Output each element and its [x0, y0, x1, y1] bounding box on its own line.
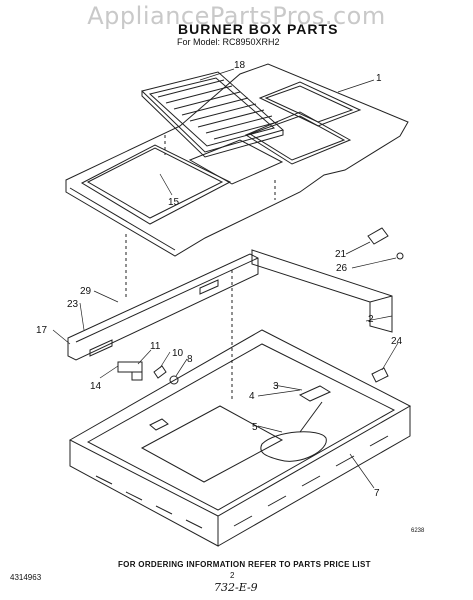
- callout-10: 10: [172, 348, 184, 359]
- callout-23: 23: [67, 299, 79, 310]
- callout-26: 26: [336, 263, 348, 274]
- callout-14: 14: [90, 381, 102, 392]
- document-number: 4314963: [10, 573, 42, 582]
- filter-grille: [141, 71, 285, 158]
- handwritten-note: 732-E-9: [214, 581, 258, 594]
- callout-15: 15: [168, 197, 180, 208]
- ordering-footer: FOR ORDERING INFORMATION REFER TO PARTS …: [118, 560, 371, 569]
- callout-18: 18: [234, 60, 246, 71]
- callout-11: 11: [150, 341, 161, 352]
- model-line: For Model: RC8950XRH2: [177, 37, 280, 47]
- callout-8: 8: [187, 354, 193, 365]
- callout-17: 17: [36, 325, 48, 336]
- callout-24: 24: [391, 336, 403, 347]
- watermark: AppliancePartsPros.com: [87, 2, 386, 30]
- switch-assembly: [117, 361, 179, 385]
- side-bracket: [251, 249, 393, 333]
- front-rail: [67, 253, 259, 361]
- cooktop-panel: [65, 63, 409, 257]
- callout-2: 2: [368, 314, 374, 325]
- clip-part-24: [371, 367, 389, 383]
- burner-box: [68, 329, 412, 547]
- drawing-code: 6238: [411, 528, 425, 534]
- page-number: 2: [230, 571, 235, 580]
- callout-29: 29: [80, 286, 92, 297]
- clip-part-21: [367, 227, 404, 260]
- callout-1: 1: [376, 73, 382, 84]
- callout-5: 5: [252, 422, 258, 433]
- callout-21: 21: [335, 249, 347, 260]
- callout-3: 3: [273, 381, 279, 392]
- callout-4: 4: [249, 391, 255, 402]
- diagram-title: BURNER BOX PARTS: [178, 21, 339, 37]
- callout-7: 7: [374, 488, 380, 499]
